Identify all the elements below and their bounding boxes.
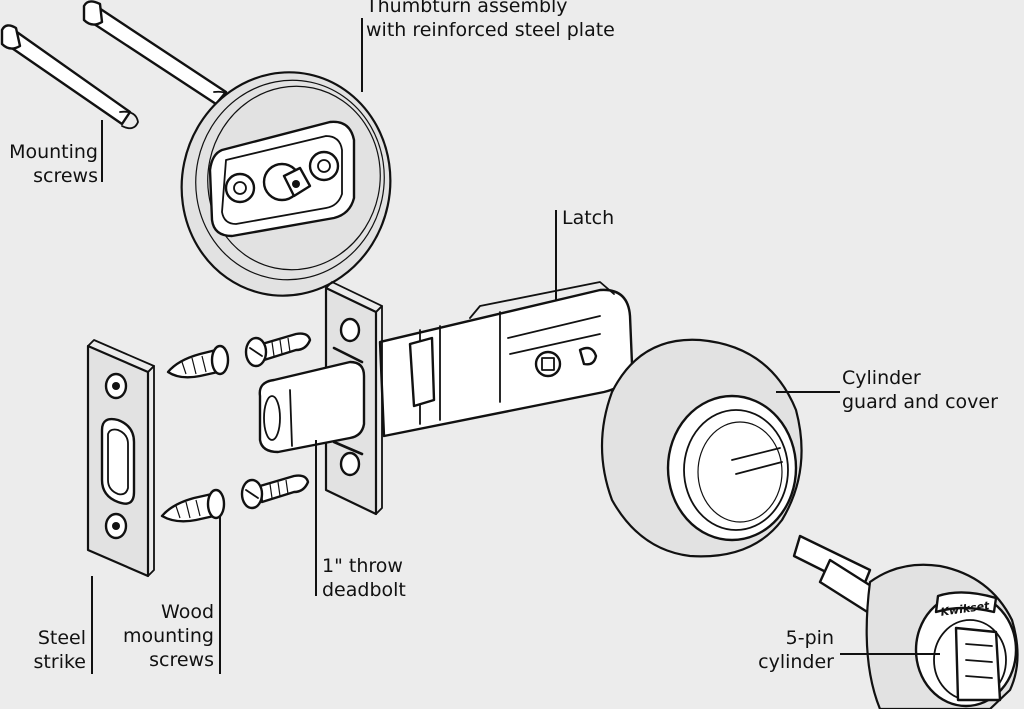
steel-strike-illustration [86,339,155,578]
wood-screws-illustration [160,332,312,523]
label-cylinder-guard: Cylinder guard and cover [842,367,998,413]
mounting-screws-illustration [0,0,231,130]
thumbturn-assembly-illustration [180,71,392,297]
label-deadbolt: 1" throw deadbolt [322,555,406,601]
label-steel-strike: Steel strike [33,627,86,673]
cylinder-illustration: Kwikset [792,534,1019,709]
cylinder-guard-illustration [600,338,803,558]
label-latch: Latch [562,207,615,229]
label-5-pin-cylinder: 5-pin cylinder [758,627,834,673]
deadbolt-latch-illustration [258,281,634,516]
label-mounting-screws: Mounting screws [9,141,98,187]
label-wood-mounting-screws: Wood mounting screws [122,601,214,671]
label-thumbturn-assembly: Thumbturn assembly with reinforced steel… [366,0,615,41]
leader-lines [91,18,940,674]
